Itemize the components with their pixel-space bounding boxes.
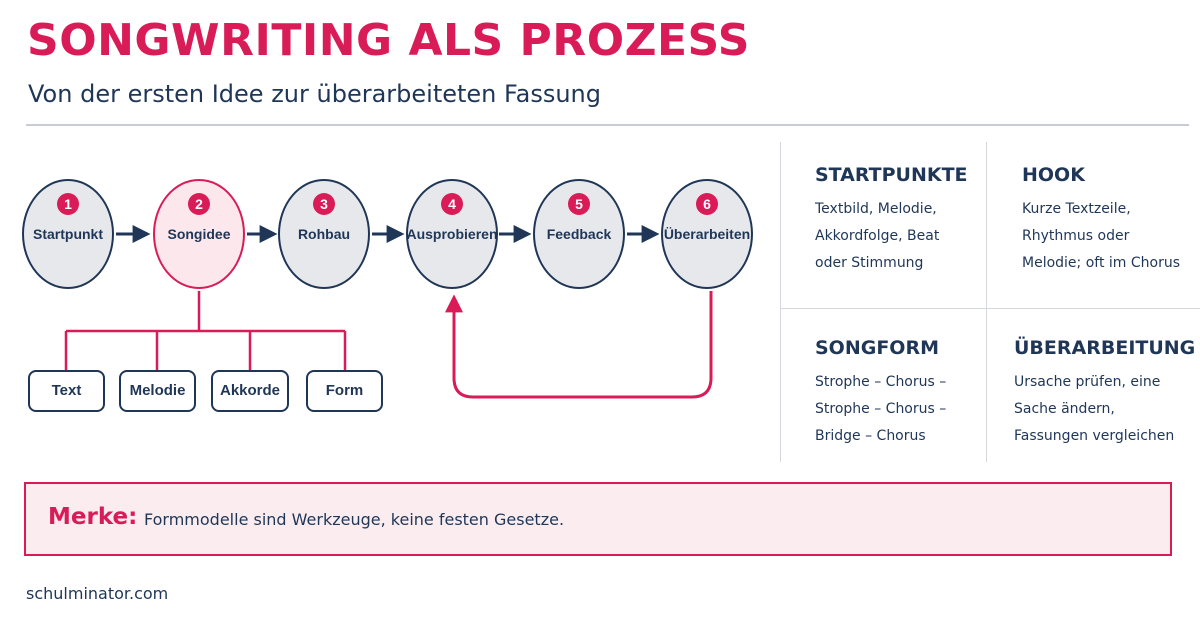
info-line: Bridge – Chorus — [815, 428, 926, 444]
step-label: Songidee — [167, 226, 231, 242]
process-step-songidee: 2 Songidee — [153, 179, 245, 289]
info-text: Strophe – Chorus – Strophe – Chorus – Br… — [815, 369, 1005, 450]
info-title: SONGFORM — [815, 337, 940, 359]
branch-connector — [64, 291, 347, 370]
info-line: Strophe – Chorus – — [815, 374, 947, 390]
info-cell-ueberarbeitung: ÜBERARBEITUNG Ursache prüfen, eine Sache… — [1014, 337, 1200, 450]
info-title: STARTPUNKTE — [815, 164, 968, 186]
branch-box-melodie: Melodie — [119, 370, 196, 412]
info-line: Kurze Textzeile, — [1022, 201, 1131, 217]
process-step-startpunkt: 1 Startpunkt — [22, 179, 114, 289]
info-line: Akkordfolge, Beat — [815, 228, 940, 244]
page-title: SONGWRITING ALS PROZESS — [27, 15, 750, 66]
header-divider — [26, 124, 1189, 126]
footer-website: schulminator.com — [26, 584, 169, 603]
step-label: Rohbau — [297, 226, 351, 242]
info-cell-startpunkte: STARTPUNKTE Textbild, Melodie, Akkordfol… — [815, 164, 1005, 277]
branch-box-form: Form — [306, 370, 383, 412]
page-subtitle: Von der ersten Idee zur überarbeiteten F… — [28, 80, 601, 108]
info-panel: STARTPUNKTE Textbild, Melodie, Akkordfol… — [780, 142, 1200, 462]
diagram-connectors — [64, 225, 713, 399]
info-line: Melodie; oft im Chorus — [1022, 255, 1181, 271]
process-step-feedback: 5 Feedback — [533, 179, 625, 289]
merke-callout: Merke: Formmodelle sind Werkzeuge, keine… — [24, 482, 1172, 556]
step-label: Feedback — [546, 226, 612, 242]
process-step-rohbau: 3 Rohbau — [278, 179, 370, 289]
info-line: Rhythmus oder — [1022, 228, 1130, 244]
info-cell-hook: HOOK Kurze Textzeile, Rhythmus oder Melo… — [1022, 164, 1200, 277]
info-panel-vertical-divider — [986, 142, 987, 462]
info-line: Textbild, Melodie, — [815, 201, 937, 217]
info-title: ÜBERARBEITUNG — [1014, 337, 1196, 359]
info-line: Fassungen vergleichen — [1014, 428, 1175, 444]
step-number-badge: 4 — [441, 193, 463, 215]
info-panel-horizontal-divider — [780, 308, 1200, 309]
process-diagram: 1 Startpunkt 2 Songidee 3 Rohbau 4 Auspr… — [0, 0, 760, 470]
step-label: Überarbeiten — [663, 226, 751, 242]
info-title: HOOK — [1022, 164, 1085, 186]
step-number-badge: 1 — [57, 193, 79, 215]
step-number-badge: 2 — [188, 193, 210, 215]
branch-box-text: Text — [28, 370, 105, 412]
info-panel-left-divider — [780, 142, 781, 462]
info-line: Ursache prüfen, eine — [1014, 374, 1161, 390]
info-line: Strophe – Chorus – — [815, 401, 947, 417]
step-number-badge: 5 — [568, 193, 590, 215]
info-cell-songform: SONGFORM Strophe – Chorus – Strophe – Ch… — [815, 337, 1005, 450]
info-text: Kurze Textzeile, Rhythmus oder Melodie; … — [1022, 196, 1200, 277]
step-label: Ausprobieren — [406, 226, 498, 242]
branch-box-akkorde: Akkorde — [211, 370, 289, 412]
merke-text: Formmodelle sind Werkzeuge, keine festen… — [144, 510, 565, 529]
process-step-ausprobieren: 4 Ausprobieren — [406, 179, 498, 289]
info-text: Textbild, Melodie, Akkordfolge, Beat ode… — [815, 196, 1005, 277]
process-step-ueberarbeiten: 6 Überarbeiten — [661, 179, 753, 289]
info-line: oder Stimmung — [815, 255, 924, 271]
feedback-loop-arrow — [445, 291, 713, 399]
info-line: Sache ändern, — [1014, 401, 1115, 417]
step-number-badge: 3 — [313, 193, 335, 215]
info-text: Ursache prüfen, eine Sache ändern, Fassu… — [1014, 369, 1200, 450]
step-label: Startpunkt — [33, 226, 103, 242]
step-number-badge: 6 — [696, 193, 718, 215]
merke-label: Merke: — [48, 504, 138, 530]
